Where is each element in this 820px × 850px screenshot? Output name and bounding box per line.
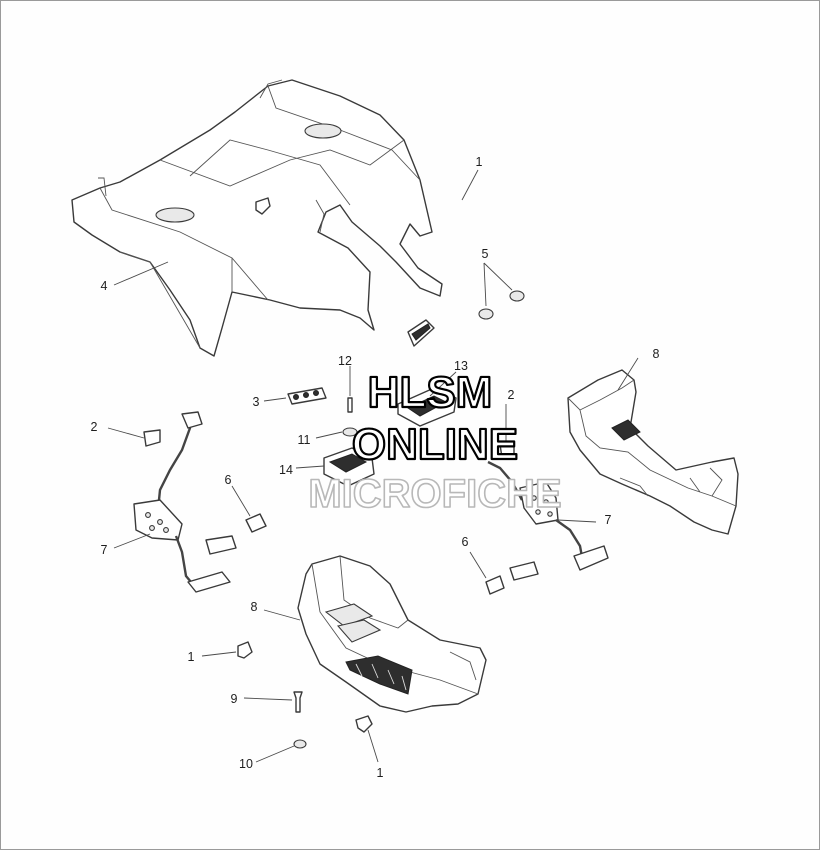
callout-8-right: 8 bbox=[653, 347, 660, 361]
callout-4: 4 bbox=[101, 279, 108, 293]
callout-7-left: 7 bbox=[101, 543, 108, 557]
rear-fender-part bbox=[71, 79, 443, 357]
callout-6-right: 6 bbox=[462, 535, 469, 549]
callout-11: 11 bbox=[298, 433, 311, 447]
watermark: HLSM ONLINE MICROFICHE bbox=[308, 367, 563, 517]
callout-13: 13 bbox=[454, 359, 468, 373]
callout-12: 12 bbox=[338, 354, 352, 368]
right-footrest-bracket bbox=[487, 460, 609, 581]
watermark-line-3: MICROFICHE bbox=[308, 472, 561, 516]
watermark-line-2: ONLINE bbox=[352, 420, 518, 469]
callout-2-left: 2 bbox=[91, 420, 98, 434]
watermark-line-1: HLSM bbox=[368, 368, 493, 417]
callout-7-right: 7 bbox=[605, 513, 612, 527]
leader-lines bbox=[107, 169, 639, 763]
callout-1-mid: 1 bbox=[188, 650, 195, 664]
callout-2-right: 2 bbox=[508, 388, 515, 402]
hardware-parts bbox=[143, 197, 525, 749]
left-footwell-part bbox=[297, 555, 487, 713]
callout-14: 14 bbox=[279, 463, 293, 477]
callout-3: 3 bbox=[253, 395, 260, 409]
callout-labels: 1 5 4 8 12 13 3 2 2 11 14 6 7 7 6 8 1 9 … bbox=[91, 155, 660, 780]
callout-10: 10 bbox=[239, 757, 253, 771]
callout-5: 5 bbox=[482, 247, 489, 261]
left-footrest-bracket bbox=[133, 411, 237, 593]
right-footwell-part bbox=[567, 369, 739, 535]
callout-1-top: 1 bbox=[476, 155, 483, 169]
callout-1-bottom: 1 bbox=[377, 766, 384, 780]
callout-9: 9 bbox=[231, 692, 238, 706]
callout-6-left: 6 bbox=[225, 473, 232, 487]
callout-8-left: 8 bbox=[251, 600, 258, 614]
